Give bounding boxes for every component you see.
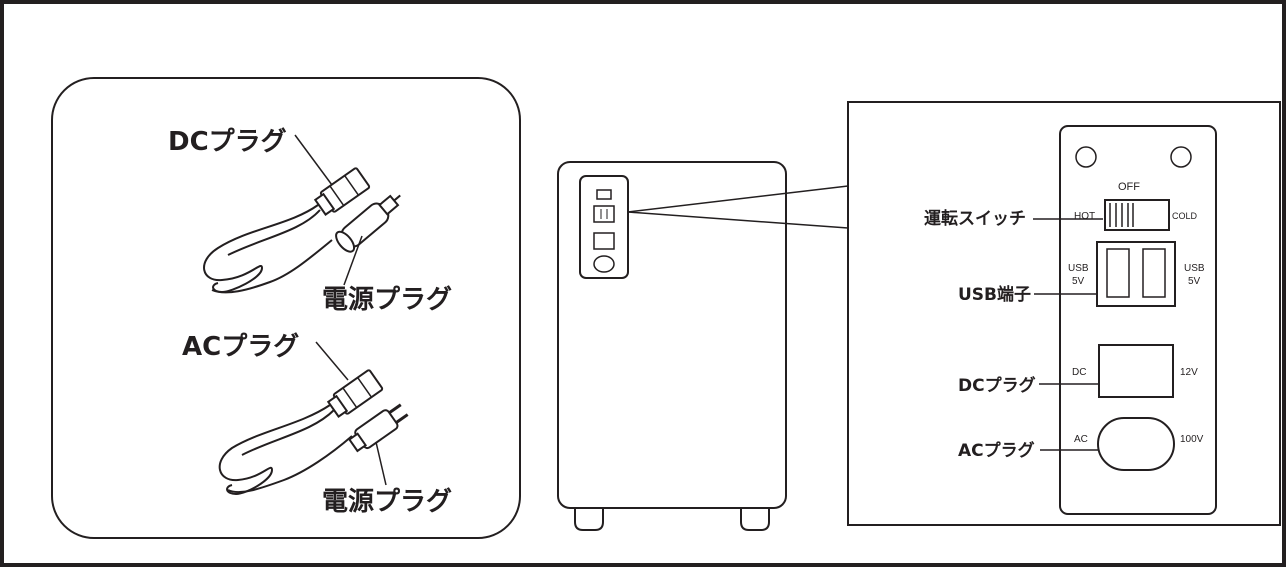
dc-power-plug-label: 電源プラグ [322, 285, 452, 315]
unit-outline [557, 161, 787, 509]
usb-port-left [1106, 248, 1130, 298]
operating-switch-callout: 運転スイッチ [924, 208, 1026, 229]
unit-dc-socket [593, 232, 615, 250]
unit-foot-right [740, 508, 770, 531]
dc-plug-label: DCプラグ [168, 127, 287, 157]
ac-power-plug-leader [375, 441, 387, 486]
dc-power-plug [335, 194, 401, 253]
usb-port-right [1142, 248, 1166, 298]
switch-cold-label: COLD [1172, 211, 1198, 221]
dc-plug-leader [294, 134, 333, 186]
ac-plug-label: ACプラグ [182, 332, 299, 362]
ac-power-plug-label: 電源プラグ [322, 487, 452, 517]
ac-power-plug [348, 403, 409, 453]
unit-control-strip [579, 175, 629, 279]
ac-cord-illustration [218, 369, 409, 496]
screw-hole-right [1170, 146, 1192, 168]
dc-plug-callout: DCプラグ [958, 375, 1036, 396]
screw-hole-left [1075, 146, 1097, 168]
dc-voltage-label: 12V [1180, 367, 1198, 378]
dc-socket [1098, 344, 1174, 398]
unit-ac-socket [593, 255, 615, 273]
unit-switch [593, 205, 615, 223]
ac-connector [326, 369, 384, 418]
ac-plug-leader [315, 341, 349, 381]
zoom-line-top [627, 185, 849, 213]
dc-connector [313, 167, 371, 216]
ac-plug-callout: ACプラグ [958, 440, 1035, 461]
switch-hot-label: HOT [1074, 211, 1095, 222]
switch-knob [1109, 203, 1134, 227]
control-panel-detail: OFF HOT COLD USB 5V USB 5V DC 12V AC 100… [847, 101, 1281, 526]
operating-switch [1104, 199, 1170, 231]
usb-block [1096, 241, 1176, 307]
ac-voltage-label: 100V [1180, 434, 1204, 445]
unit-foot-left [574, 508, 604, 531]
dc-power-plug-leader [343, 235, 363, 286]
ac-socket-label: AC [1074, 434, 1088, 445]
dc-socket-label: DC [1072, 367, 1086, 378]
usb-right-line2: 5V [1188, 276, 1201, 287]
cords-panel-frame [51, 77, 521, 539]
unit-body [557, 161, 787, 531]
usb-left-line2: 5V [1072, 276, 1085, 287]
unit-led [596, 189, 612, 200]
detail-frame [847, 101, 1281, 526]
usb-left-line1: USB [1068, 263, 1089, 274]
zoom-line-bottom [627, 211, 849, 229]
power-cords-panel: DCプラグ 電源プラグ ACプラグ 電源プ [51, 77, 521, 539]
usb-port-callout: USB端子 [958, 284, 1031, 305]
ac-socket [1097, 417, 1175, 471]
usb-right-line1: USB [1184, 263, 1205, 274]
dc-cord-illustration [203, 167, 401, 294]
control-panel-plate [1059, 125, 1217, 515]
switch-off-label: OFF [1118, 181, 1140, 193]
